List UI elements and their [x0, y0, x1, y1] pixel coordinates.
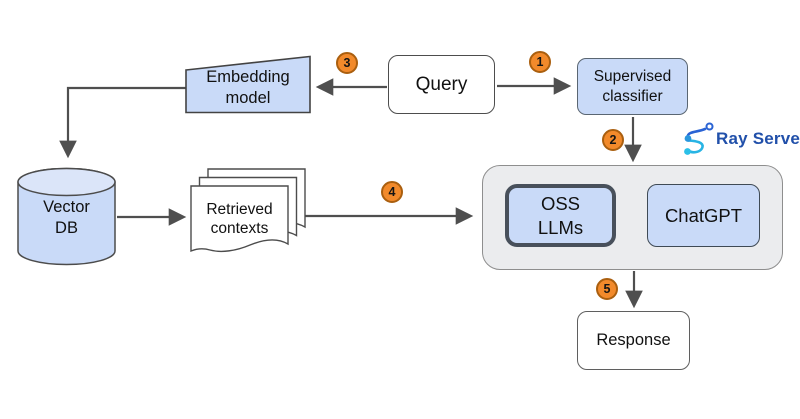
oss-label-line2: LLMs: [537, 216, 584, 238]
vector-db-label: Vector DB: [17, 196, 116, 240]
ray-serve-wordmark: Ray Serve: [716, 129, 800, 148]
ray-serve-logo-icon: [684, 122, 714, 155]
chatgpt-label: ChatGPT: [664, 204, 743, 226]
embedding-model-shape: [185, 55, 311, 114]
embedding-label-line1: Embedding: [206, 67, 290, 86]
query-label: Query: [415, 73, 468, 95]
arrow-embedding-to-vectordb: [59, 86, 186, 159]
retrieved-contexts-label: Retrieved contexts: [191, 197, 288, 241]
vector-db-shape: [17, 167, 116, 266]
embedding-model-label: Embedding model: [186, 63, 310, 112]
oss-label-line1: OSS: [540, 193, 581, 215]
retrieved-label-line1: Retrieved: [206, 200, 273, 218]
query-node: Query: [388, 55, 495, 114]
classifier-label-line2: classifier: [602, 87, 663, 105]
response-node: Response: [577, 311, 690, 370]
retrieved-label-line2: contexts: [210, 220, 269, 237]
classifier-label-line1: Supervised: [593, 68, 672, 86]
step-badge-2: 2: [602, 129, 624, 151]
vectordb-label-line2: DB: [55, 219, 78, 237]
chatgpt-node: ChatGPT: [647, 184, 760, 247]
step-badge-5: 5: [596, 278, 618, 300]
step-badge-4: 4: [381, 181, 403, 203]
step-badge-1: 1: [529, 51, 551, 73]
oss-llms-node: OSS LLMs: [505, 184, 616, 247]
step-badge-3: 3: [336, 52, 358, 74]
embedding-label-line2: model: [225, 88, 271, 107]
response-label: Response: [596, 331, 671, 350]
vectordb-label-line1: Vector: [43, 198, 90, 217]
supervised-classifier-node: Supervised classifier: [577, 58, 688, 115]
retrieved-contexts-shape: [190, 168, 306, 253]
